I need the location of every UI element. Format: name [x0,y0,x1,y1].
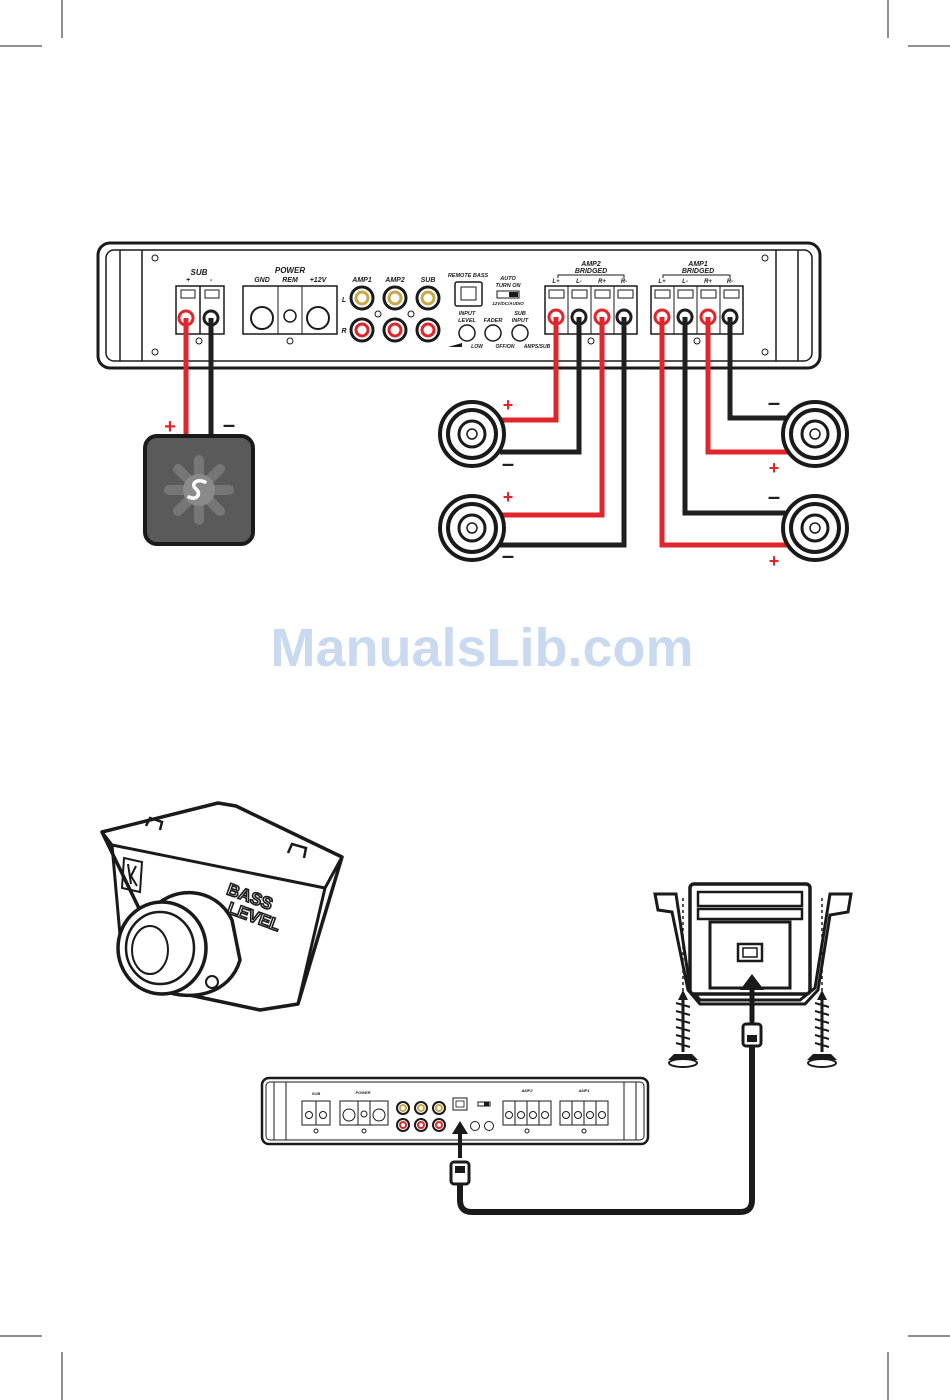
auto-switch-label: 12V/DC/AUDIO [492,301,524,306]
small-sub-label: SUB [312,1091,321,1096]
rem-label: REM [282,277,298,284]
remote-bass-label: REMOTE BASS [448,273,489,279]
amp1-rp-label: R+ [704,279,712,285]
sub-input-label-2: INPUT [512,318,529,324]
plus-sign: + [503,395,514,415]
sub-input-label-1: SUB [514,311,526,317]
rca-jack [384,287,406,309]
bass-knob [118,893,240,996]
amp1-bridged-label: BRIDGED [682,268,714,275]
auto-turn-on-label-2: TURN ON [495,283,521,289]
plus-sign: + [769,551,780,571]
power-label: POWER [275,266,305,275]
auto-turn-on-label-1: AUTO [499,276,516,282]
speaker-icon [440,496,504,560]
12v-label: +12V [310,277,328,284]
rca-jack [351,319,373,341]
screw-icon [807,990,837,1067]
small-amplifier: SUB POWER AMP2 AMP1 [262,1078,648,1144]
subwoofer-icon [145,436,253,544]
amp2-lm-label: L- [576,279,582,285]
sub-rca-label: SUB [421,277,436,284]
rca-jack [417,287,439,309]
low-label: LOW [471,344,484,350]
minus-sign: – [502,451,514,476]
rj-port [738,944,762,961]
amp1-lp-label: L+ [658,279,666,285]
rca-jack [384,319,406,341]
speaker-icon [783,402,847,466]
bass-level-remote: BASS LEVEL [102,803,342,1010]
amp2-rca-label: AMP2 [384,277,405,284]
amp1-lm-label: L- [682,279,688,285]
amp1-rm-label: R- [727,279,733,285]
watermark: ManualsLib.com [270,618,693,678]
sub-input-knob [512,325,528,341]
sub-plus-label: + [186,277,190,284]
gnd-label: GND [254,277,270,284]
amp1-group-label: AMP1 [687,261,708,268]
speaker-icon [440,402,504,466]
off-on-label: OFF/ON [496,344,515,350]
screw-icon [668,990,698,1067]
rca-right-label: R [341,328,346,335]
rca-left-label: L [342,297,346,304]
minus-sign: – [768,484,780,509]
amp2-rp-label: R+ [598,279,606,285]
speaker-icon [783,496,847,560]
minus-sign: – [768,390,780,415]
power-terminal-block: POWER GND REM +12V [243,266,337,344]
amp1-rca-label: AMP1 [351,277,372,284]
fader-label: FADER [484,318,503,324]
plus-sign: + [769,458,780,478]
minus-sign: – [223,412,235,437]
input-level-knob [459,325,475,341]
fader-knob [485,325,501,341]
amp2-group-label: AMP2 [580,261,601,268]
amp2-lp-label: L+ [552,279,560,285]
input-level-label-2: LEVEL [458,318,476,324]
amps-sub-label: AMPS/SUB [523,344,551,350]
rca-jack [417,319,439,341]
amp2-rm-label: R- [621,279,627,285]
input-level-label-1: INPUT [459,311,476,317]
sub-label: SUB [191,268,208,277]
small-remote-port [453,1098,467,1110]
small-amp1-label: AMP1 [577,1088,590,1093]
plus-sign: + [503,487,514,507]
amp2-bridged-label: BRIDGED [575,268,607,275]
rca-jack [351,287,373,309]
small-power-label: POWER [355,1090,370,1095]
remote-bass-port [455,282,482,306]
minus-sign: – [502,543,514,568]
small-amp2-label: AMP2 [520,1088,533,1093]
